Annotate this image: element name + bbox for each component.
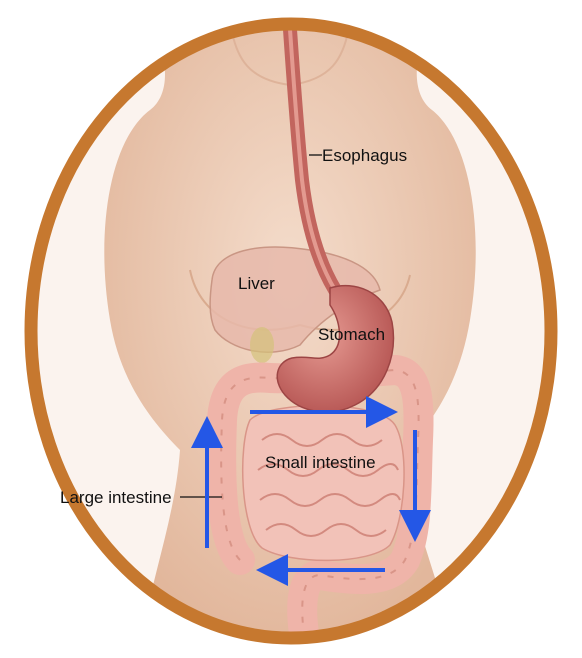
label-liver: Liver	[238, 274, 275, 293]
label-stomach: Stomach	[318, 325, 385, 344]
gallbladder-organ	[250, 327, 274, 363]
label-large-intestine: Large intestine	[60, 488, 172, 507]
small-intestine-organ	[243, 406, 404, 561]
label-small-intestine: Small intestine	[265, 453, 376, 472]
label-esophagus: Esophagus	[322, 146, 407, 165]
